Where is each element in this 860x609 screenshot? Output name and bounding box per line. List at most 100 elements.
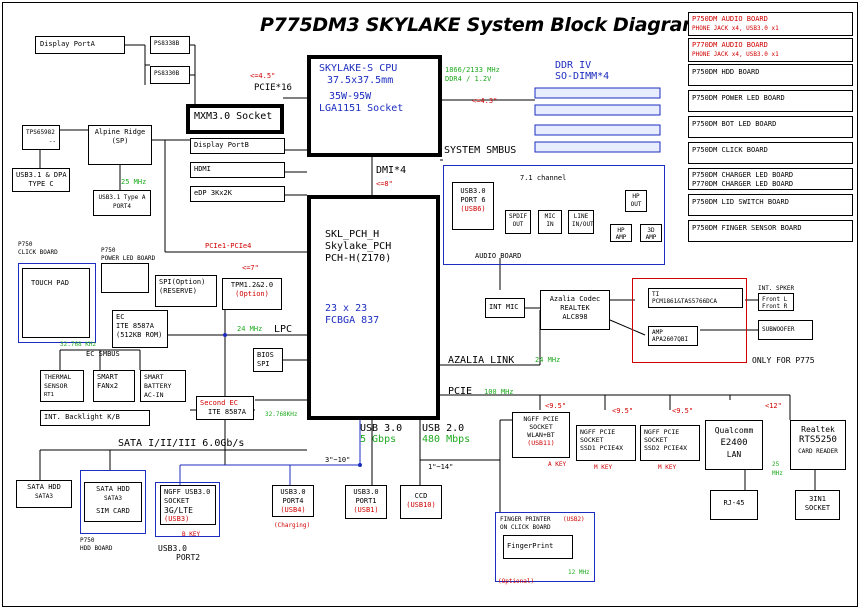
usb31-type-a: USB3.1 Type A PORT4 — [93, 190, 151, 216]
usb-p4-line3: (USB4) — [280, 506, 306, 514]
right-board-9: P750DM FINGER SENSOR BOARD — [688, 220, 853, 242]
socket3-line2: SOCKET — [804, 504, 831, 512]
spdif-out-jack: SPDIF OUT — [505, 210, 531, 234]
ngff-usb-frame — [155, 482, 220, 537]
sata-hdd2-line2: SATA3 — [103, 495, 123, 502]
pcie-100mhz: 100 MHz — [484, 388, 514, 396]
hdd-board-frame — [80, 470, 146, 534]
power-led-label-2: POWER LED BOARD — [101, 255, 156, 262]
sata-hdd1-line2: SATA3 — [34, 493, 54, 500]
system-smbus: SYSTEM SMBUS — [444, 145, 517, 156]
amp-line1: AMP — [652, 329, 663, 336]
pch-line4: 23 x 23 — [325, 303, 368, 314]
lpc-label: LPC — [274, 324, 293, 335]
lan-line2: E2400 — [720, 438, 748, 448]
usb30-label: USB 3.0 — [360, 423, 403, 434]
audio-usb-line2: PORT 6 — [460, 196, 486, 204]
usb31-a-line2: PORT4 — [112, 203, 132, 210]
ngff-usb-key: B KEY — [182, 531, 201, 538]
ti-line1: TI — [652, 291, 660, 298]
ec-ite8587a: EC ITE 8587A (512KB ROM) — [112, 310, 168, 348]
ec-line3: (512KB ROM) — [116, 331, 163, 339]
battery-line1: SMART — [144, 373, 164, 381]
front-speakers: Front L Front R — [758, 293, 794, 311]
alpine-ridge: Alpine Ridge (SP) — [88, 125, 152, 165]
smart-fan: SMART FANx2 — [93, 370, 135, 402]
wlan-line2: SOCKET — [529, 423, 553, 431]
length-7: <=7" — [242, 264, 259, 272]
amp-apa2607: AMP APA2607QBI — [648, 326, 698, 346]
lpc-24mhz: 24 MHz — [237, 325, 263, 333]
length-12: <12" — [765, 402, 782, 410]
tpm-line1: TPM1.2&2.0 — [230, 281, 274, 289]
right-board-2-l2: PHONE JACK x4, USB3.0 x1 — [692, 51, 779, 58]
length-9-5-a: <9.5" — [545, 402, 567, 410]
usb-p4-line2: PORT4 — [282, 497, 304, 505]
second-ec: Second EC ITE 8587A — [196, 396, 254, 420]
mic-in-jack: MIC IN — [538, 210, 562, 234]
second-ec-line2: ITE 8587A — [208, 408, 246, 416]
ssd2-line2: SOCKET — [644, 436, 668, 444]
usb31-dpa-line2: TYPE C — [28, 180, 54, 188]
usb-port1: USB3.0 PORT1 (USB1) — [345, 485, 387, 519]
realtek-line2: RTS5250 — [799, 435, 837, 445]
ngff-usb-line3: 3G/LTE — [164, 506, 193, 515]
ddr-length: <=4.3" — [472, 97, 498, 105]
sata-hdd1-line1: SATA HDD — [27, 483, 61, 491]
mxm-socket: MXM3.0 Socket — [186, 104, 284, 134]
spi-option: SPI(Option) (RESERVE) — [155, 275, 217, 307]
amp-line2: APA2607QBI — [652, 336, 689, 343]
tps-line1: TPS65982 — [26, 129, 55, 136]
dmi-label: DMI*4 — [376, 165, 407, 176]
usb-p1-line1: USB3.0 — [353, 488, 379, 496]
realtek-line1: Realtek — [801, 425, 835, 434]
thermal-line2: SENSOR — [44, 382, 68, 390]
tpm-module: TPM1.2&2.0 (Option) — [222, 278, 282, 310]
ddr-speed-1: 1866/2133 MHz — [445, 66, 500, 74]
click-board-label-2: CLICK BOARD — [18, 249, 58, 256]
line-inout-jack: LINE IN/OUT — [568, 210, 594, 234]
port2-line1: USB3.0 — [158, 544, 187, 553]
right-board-5: P750DM BOT LED BOARD — [688, 116, 853, 138]
pcie1-4-label: PCIe1-PCIe4 — [205, 242, 252, 250]
second-ec-line1: Second EC — [200, 399, 238, 407]
fan-line2: FANx2 — [97, 382, 119, 390]
right-board-7-l1: P750DM CHARGER LED BOARD — [692, 171, 794, 179]
wlan-line4: (USB11) — [527, 439, 555, 447]
cpu-box: SKYLAKE-S CPU 37.5x37.5mm 35W-95W LGA115… — [307, 55, 442, 157]
pch-line5: FCBGA 837 — [325, 315, 380, 326]
azalia-line2: REALTEK — [560, 304, 590, 312]
wlan-line3: WLAN+BT — [527, 431, 555, 439]
finger-12mhz: 12 MHz — [568, 569, 590, 576]
wlan-line1: NGFF PCIE — [523, 415, 559, 423]
rj45-jack: RJ-45 — [710, 490, 758, 520]
thermal-sensor: THERMAL SENSOR RT1 — [40, 370, 84, 402]
pch-line1: SKL_PCH_H — [325, 229, 380, 240]
touch-pad: TOUCH PAD — [22, 268, 90, 338]
sata-hdd-1: SATA HDD SATA3 — [16, 480, 72, 508]
alpine-line1: Alpine Ridge — [94, 128, 146, 136]
pcie16-length: <=4.5" — [250, 72, 276, 80]
audio-usb-line3: (USB6) — [460, 205, 486, 213]
usb20-label: USB 2.0 — [422, 423, 465, 434]
right-board-7: P750DM CHARGER LED BOARD P770DM CHARGER … — [688, 168, 853, 190]
hdd-board-label-1: P750 — [80, 537, 95, 544]
3in1-socket: 3IN1 SOCKET — [795, 490, 840, 520]
cpu-line4: LGA1151 Socket — [319, 103, 404, 114]
ssd1-line3: SSD1 PCIE4X — [580, 444, 624, 452]
right-board-6: P750DM CLICK BOARD — [688, 142, 853, 164]
right-board-1: P750DM AUDIO BOARD PHONE JACK x4, USB3.0… — [688, 12, 853, 36]
spker-front-l: Front L — [762, 296, 788, 303]
power-led-label-1: P750 — [101, 247, 116, 254]
ngff-ssd2: NGFF PCIE SOCKET SSD2 PCIE4X — [640, 425, 700, 461]
audio-board-frame — [443, 165, 665, 265]
subwoofer: SUBWOOFER — [758, 320, 813, 340]
fan-line1: SMART — [97, 373, 119, 381]
usb31-dpa-line1: USB3.1 & DPA — [16, 171, 67, 179]
ccd-line1: CCD — [414, 492, 428, 500]
crystal-25mhz-b: 25 MHz — [772, 461, 783, 477]
ssd2-line1: NGFF PCIE — [644, 428, 680, 436]
thermal-line3: RT1 — [44, 392, 54, 398]
realtek-card-reader: Realtek RTS5250 CARD READER — [790, 420, 846, 470]
